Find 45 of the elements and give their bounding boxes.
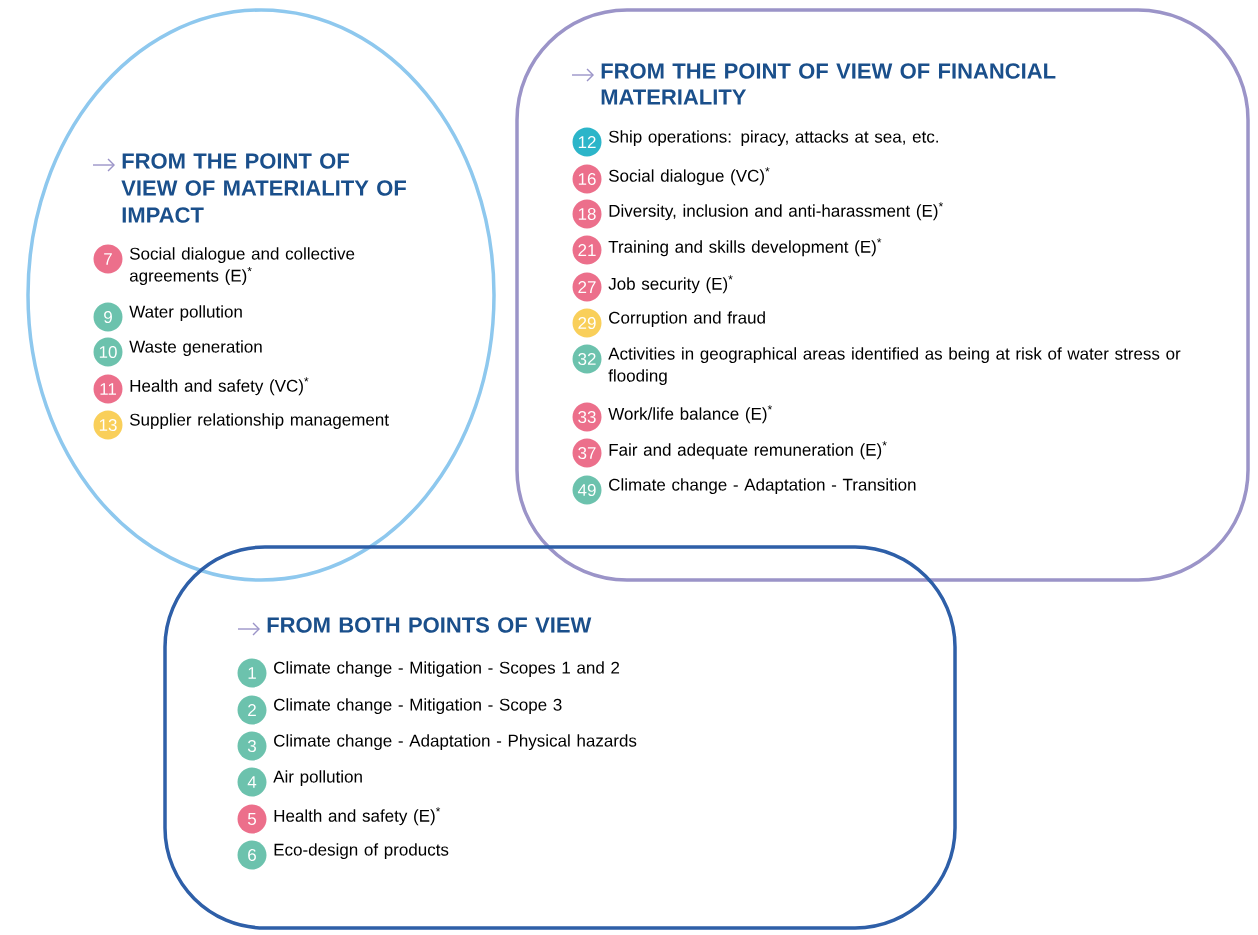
item-label: Corruption and fraud xyxy=(609,311,765,328)
number-badge: 13 xyxy=(93,410,123,440)
item-label: Eco-design of products xyxy=(274,843,449,860)
number-badge: 18 xyxy=(572,199,602,229)
number-badge: 5 xyxy=(237,804,267,834)
item-label: Water pollution xyxy=(129,305,242,322)
number-badge: 49 xyxy=(572,475,602,505)
number-badge: 6 xyxy=(237,840,267,870)
item-label: Job security (E)$^{*}$ xyxy=(608,275,733,294)
number-badge: 2 xyxy=(237,695,267,725)
number-badge: 12 xyxy=(572,127,602,157)
number-badge: 7 xyxy=(93,244,123,274)
item-label: Diversity, inclusion and anti-harassment (E)$^{*}$ xyxy=(609,202,943,221)
item-label: Climate change - Mitigation - Scopes 1 and 2 xyxy=(274,661,620,678)
item-label: Training and skills development (E)$^{*}$ xyxy=(608,238,882,257)
item-label: Ship operations: piracy, attacks at sea, etc. xyxy=(609,130,938,147)
number-badge: 1 xyxy=(237,658,267,688)
number-badge: 29 xyxy=(572,308,602,338)
item-label: Air pollution xyxy=(273,770,362,787)
item-label: Social dialogue and collective agreements (E)$^{*}$ xyxy=(129,247,355,286)
item-label: Climate change - Adaptation - Physical hazards xyxy=(274,734,637,751)
section-heading: FROM THE POINT OF VIEW OF FINANCIAL MATERIALITY xyxy=(601,63,1056,105)
section-heading: FROM BOTH POINTS OF VIEW xyxy=(267,617,592,633)
item-label: Activities in geographical areas identified as being at risk of water stress or flooding xyxy=(608,347,1181,386)
number-badge: 27 xyxy=(572,272,602,302)
item-label: Climate change - Mitigation - Scope 3 xyxy=(274,698,562,715)
number-badge: 21 xyxy=(572,235,602,265)
item-label: Waste generation xyxy=(129,340,262,357)
number-badge: 3 xyxy=(237,731,267,761)
item-label: Supplier relationship management xyxy=(129,413,389,430)
item-label: Fair and adequate remuneration (E)$^{*}$ xyxy=(609,441,887,460)
number-badge: 11 xyxy=(93,374,123,404)
item-label: Climate change - Adaptation - Transition xyxy=(609,478,916,495)
number-badge: 9 xyxy=(93,302,123,332)
item-label: Health and safety (VC)$^{*}$ xyxy=(130,377,309,396)
item-label: Health and safety (E)$^{*}$ xyxy=(274,807,441,826)
item-label: Work/life balance (E)$^{*}$ xyxy=(608,405,772,424)
item-label: Social dialogue (VC)$^{*}$ xyxy=(609,167,770,186)
section-heading: FROM THE POINT OF VIEW OF MATERIALITY OF IMPACT xyxy=(121,153,406,223)
number-badge: 10 xyxy=(93,337,123,367)
number-badge: 33 xyxy=(572,402,602,432)
number-badge: 32 xyxy=(572,344,602,374)
number-badge: 37 xyxy=(572,438,602,468)
number-badge: 4 xyxy=(237,767,267,797)
number-badge: 16 xyxy=(572,164,602,194)
